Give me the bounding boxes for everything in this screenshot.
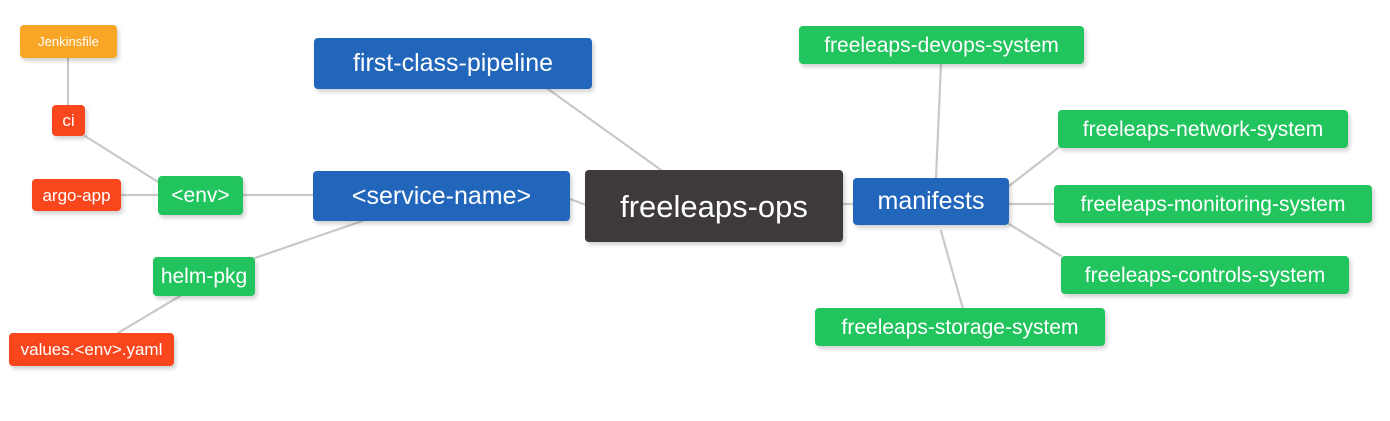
edge-firstclasspipeline-root: [546, 87, 663, 172]
node-first-class-pipeline[interactable]: first-class-pipeline: [314, 38, 592, 89]
node-label: manifests: [877, 187, 985, 215]
node-ci[interactable]: ci: [52, 105, 85, 136]
node-label: first-class-pipeline: [352, 49, 554, 77]
edge-manifests-network: [1007, 146, 1060, 188]
edge-manifests-devops: [934, 62, 943, 180]
node-label: <service-name>: [351, 181, 532, 210]
edge-helmpkg-valuesyaml: [116, 294, 182, 335]
node-label: values.<env>.yaml: [20, 340, 163, 359]
node-argo-app[interactable]: argo-app: [32, 179, 121, 211]
node-label: helm-pkg: [160, 265, 248, 288]
node-label: freeleaps-network-system: [1082, 117, 1324, 141]
node-label: argo-app: [42, 185, 111, 205]
edge-manifests-storage: [939, 229, 965, 311]
node-freeleaps-network-system[interactable]: freeleaps-network-system: [1058, 110, 1348, 148]
node-label: freeleaps-devops-system: [824, 33, 1059, 57]
node-label: freeleaps-storage-system: [841, 315, 1079, 339]
edge-servicename-helmpkg: [253, 218, 367, 260]
edge-ci-env: [83, 134, 160, 184]
node-jenkinsfile[interactable]: Jenkinsfile: [20, 25, 117, 58]
node-values-env-yaml[interactable]: values.<env>.yaml: [9, 333, 174, 366]
node-label: ci: [62, 111, 75, 130]
edge-servicename-root: [568, 197, 588, 207]
node-freeleaps-monitoring-system[interactable]: freeleaps-monitoring-system: [1054, 185, 1372, 223]
node-manifests[interactable]: manifests: [853, 178, 1009, 225]
node-label: <env>: [171, 184, 230, 207]
node-label: freeleaps-monitoring-system: [1080, 192, 1346, 216]
node-label: Jenkinsfile: [38, 34, 99, 49]
node-env[interactable]: <env>: [158, 176, 243, 215]
edge-manifests-controls: [1007, 222, 1063, 258]
node-label: freeleaps-controls-system: [1084, 263, 1326, 287]
node-freeleaps-devops-system[interactable]: freeleaps-devops-system: [799, 26, 1084, 64]
node-freeleaps-storage-system[interactable]: freeleaps-storage-system: [815, 308, 1105, 346]
node-freeleaps-controls-system[interactable]: freeleaps-controls-system: [1061, 256, 1349, 294]
node-label: freeleaps-ops: [620, 188, 808, 224]
node-helm-pkg[interactable]: helm-pkg: [153, 257, 255, 296]
node-freeleaps-ops[interactable]: freeleaps-ops: [585, 170, 843, 242]
node-service-name[interactable]: <service-name>: [313, 171, 570, 221]
